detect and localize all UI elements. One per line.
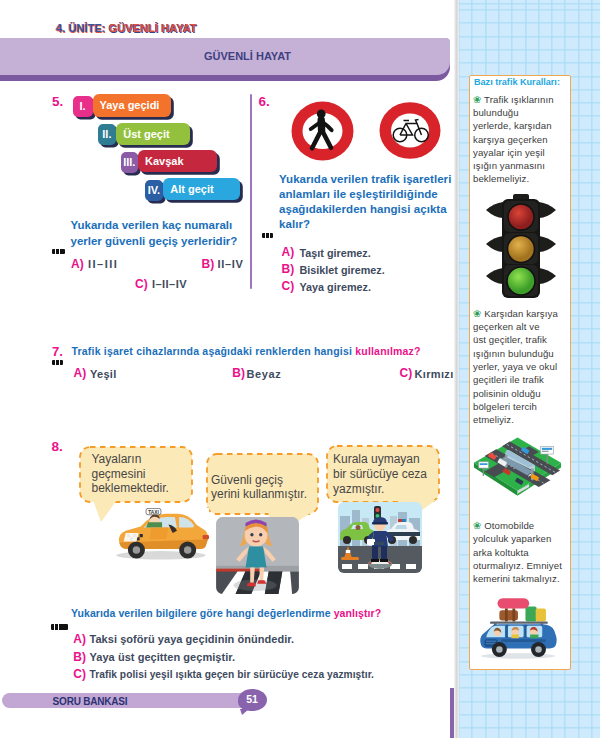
svg-text:TAXI: TAXI — [148, 510, 159, 515]
